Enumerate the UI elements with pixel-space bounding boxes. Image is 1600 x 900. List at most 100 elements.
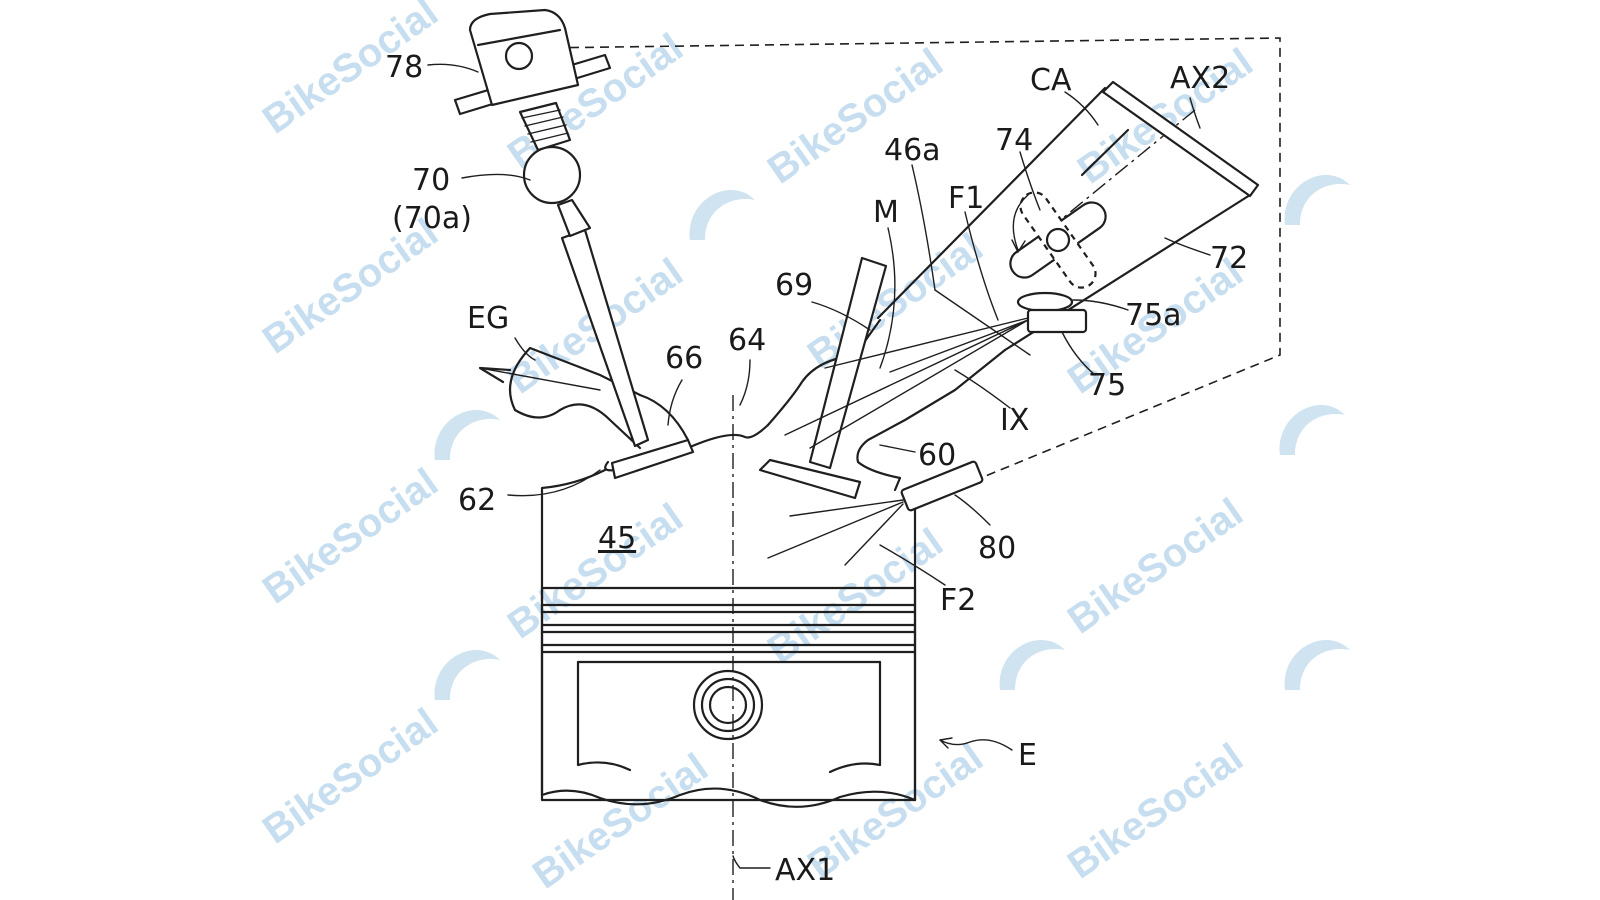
leader-74 bbox=[1019, 151, 1041, 211]
watermark-text: BikeSocial bbox=[1060, 490, 1251, 642]
leader-80 bbox=[954, 494, 991, 526]
injector-75a-tip bbox=[1016, 291, 1074, 313]
watermark-text: BikeSocial bbox=[760, 520, 951, 672]
intake-port-lower-wall bbox=[856, 348, 1007, 480]
label-f1: F1 bbox=[948, 181, 984, 216]
leader-60 bbox=[879, 444, 916, 453]
leader-f2 bbox=[879, 544, 946, 586]
spray-f1-arrow bbox=[784, 319, 1029, 436]
piston-skirt-right bbox=[828, 660, 882, 774]
watermark-logo-icon bbox=[434, 649, 500, 700]
exhaust-valve-head bbox=[610, 438, 695, 480]
leader-46a bbox=[911, 164, 936, 291]
port-line-46a bbox=[934, 289, 1031, 356]
leader-69 bbox=[811, 301, 871, 331]
watermark-text: BikeSocial bbox=[1060, 735, 1251, 887]
actuator-spring bbox=[518, 101, 572, 152]
leader-75a bbox=[1072, 299, 1129, 311]
leader-62 bbox=[507, 469, 601, 497]
spray-f1-arrow bbox=[809, 319, 1029, 449]
label-e: E bbox=[1018, 738, 1037, 773]
actuator-78-hole bbox=[504, 41, 534, 71]
intake-flange-72 bbox=[1101, 80, 1260, 198]
combustion-roof bbox=[688, 423, 770, 449]
label-62: 62 bbox=[458, 483, 496, 518]
label-80: 80 bbox=[978, 531, 1016, 566]
label-70a: (70a) bbox=[392, 201, 472, 236]
actuator-78-body bbox=[468, 8, 580, 107]
intake-seat-60 bbox=[893, 476, 902, 492]
leader-ix bbox=[954, 369, 1011, 409]
piston-pin-boss bbox=[700, 677, 756, 733]
leader-ca bbox=[1064, 91, 1099, 126]
label-75: 75 bbox=[1088, 368, 1126, 403]
watermark-text: BikeSocial bbox=[255, 700, 446, 852]
label-66: 66 bbox=[665, 341, 703, 376]
leader-eg bbox=[514, 337, 536, 361]
label-70: 70 bbox=[412, 163, 450, 198]
label-72: 72 bbox=[1210, 241, 1248, 276]
leader-m bbox=[879, 227, 896, 369]
label-45: 45 bbox=[598, 521, 636, 556]
block-break-line bbox=[540, 787, 917, 808]
leader-70 bbox=[461, 173, 531, 181]
reference-labels: 78 70 (70a) EG 66 64 69 M 46a F1 74 CA A… bbox=[385, 50, 1248, 888]
label-75a: 75a bbox=[1125, 298, 1182, 333]
spray-arrows bbox=[478, 128, 1130, 566]
leader-ax1 bbox=[732, 855, 771, 869]
watermark-logo-icon bbox=[999, 639, 1065, 690]
watermark-logo-icon bbox=[689, 189, 755, 240]
label-ca: CA bbox=[1030, 63, 1072, 98]
spray-f1-arrow bbox=[824, 317, 1029, 369]
piston bbox=[540, 586, 917, 802]
watermark-logo-icon bbox=[434, 409, 500, 460]
combustion-air-arrow bbox=[1080, 128, 1130, 177]
leader-lines bbox=[427, 63, 1211, 869]
leader-75 bbox=[1061, 331, 1096, 376]
ball-joint-70 bbox=[522, 145, 582, 205]
intake-valve-head bbox=[758, 458, 862, 500]
label-ax2: AX2 bbox=[1170, 61, 1230, 96]
piston-pin bbox=[708, 685, 748, 725]
label-74: 74 bbox=[995, 123, 1033, 158]
intake-runner-upper-wall bbox=[876, 86, 1107, 320]
leader-72 bbox=[1164, 237, 1211, 256]
label-f2: F2 bbox=[940, 583, 976, 618]
label-ix: IX bbox=[1000, 403, 1029, 438]
cylinder-left-wall bbox=[540, 468, 607, 797]
leader-64 bbox=[739, 359, 751, 406]
watermark-logo-icon bbox=[1284, 174, 1350, 225]
throttle-rotation-arrow bbox=[1012, 194, 1029, 251]
watermark-logo-icon bbox=[1284, 639, 1350, 690]
watermark-text: BikeSocial bbox=[525, 745, 716, 897]
exhaust-seat-66 bbox=[638, 393, 690, 442]
watermark-text: BikeSocial bbox=[760, 40, 951, 192]
leader-e bbox=[939, 739, 1013, 751]
spray-f1-arrow bbox=[889, 319, 1029, 373]
spray-f2-arrow bbox=[789, 499, 904, 517]
leader-f1 bbox=[964, 211, 999, 321]
throttle-arrow-head bbox=[1011, 239, 1026, 254]
piston-body bbox=[540, 586, 917, 802]
exhaust-side bbox=[453, 8, 695, 480]
actuator-spring-coils bbox=[521, 109, 569, 143]
spray-f2-arrow bbox=[767, 501, 904, 559]
valve-tip bbox=[556, 198, 592, 238]
piston-pin-boss bbox=[692, 669, 764, 741]
label-69: 69 bbox=[775, 268, 813, 303]
actuator-78-cap-line bbox=[476, 28, 562, 47]
exhaust-gas-arrow-shaft bbox=[479, 367, 601, 391]
label-46a: 46a bbox=[884, 133, 941, 168]
injector-75 bbox=[1026, 308, 1088, 334]
label-60: 60 bbox=[918, 438, 956, 473]
leader-78 bbox=[427, 63, 479, 73]
label-ax1: AX1 bbox=[775, 853, 835, 888]
piston-skirt-left bbox=[576, 660, 632, 772]
label-78: 78 bbox=[385, 50, 423, 85]
leader-e-arrowhead bbox=[939, 737, 953, 749]
spray-f2-arrow bbox=[844, 503, 904, 566]
label-64: 64 bbox=[728, 323, 766, 358]
label-eg: EG bbox=[467, 301, 509, 336]
